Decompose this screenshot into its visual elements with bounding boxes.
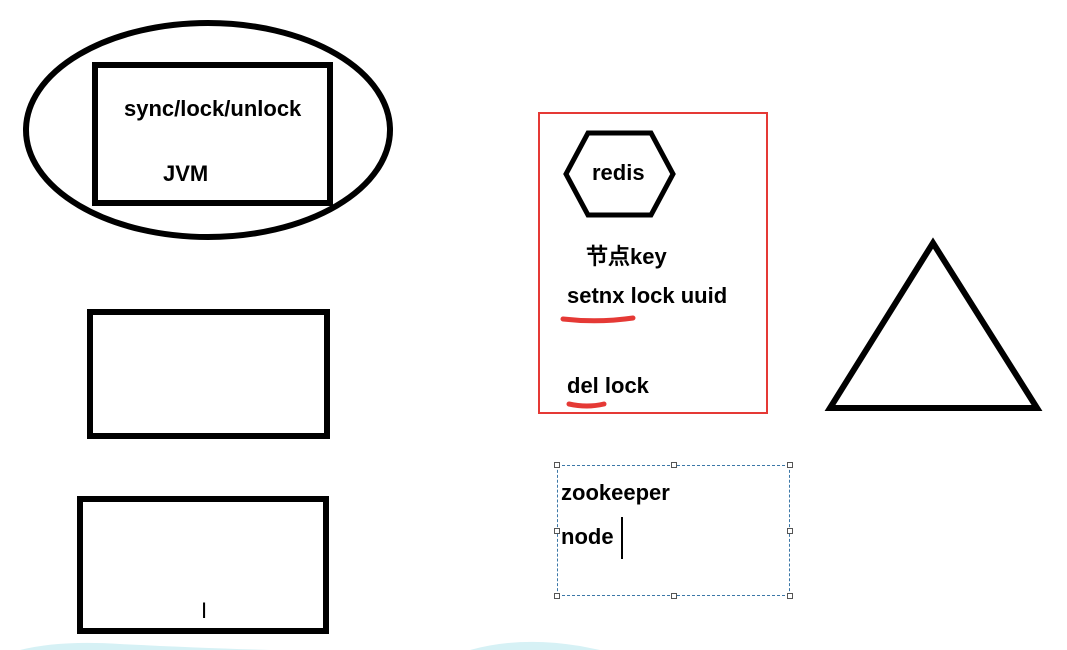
resize-handle-br[interactable] <box>787 593 793 599</box>
resize-handle-bm[interactable] <box>671 593 677 599</box>
jvm-ellipse[interactable] <box>23 20 393 240</box>
resize-handle-tl[interactable] <box>554 462 560 468</box>
empty-rect-bottom[interactable] <box>77 496 329 634</box>
bottom-decoration-2 <box>470 641 600 650</box>
i-beam-icon: I <box>201 598 208 623</box>
resize-handle-mr[interactable] <box>787 528 793 534</box>
triangle-shape[interactable] <box>824 237 1043 411</box>
setnx-underline <box>560 315 636 324</box>
redis-hexagon[interactable] <box>563 130 676 218</box>
resize-handle-tr[interactable] <box>787 462 793 468</box>
node-label[interactable]: node <box>561 524 614 549</box>
empty-rect-middle[interactable] <box>87 309 330 439</box>
node-key-label: 节点key <box>586 244 667 269</box>
text-cursor-icon <box>621 517 623 559</box>
redis-label: redis <box>592 160 645 185</box>
redis-highlight-box[interactable] <box>538 112 768 414</box>
resize-handle-tm[interactable] <box>671 462 677 468</box>
jvm-rect[interactable] <box>92 62 333 206</box>
jvm-label: JVM <box>163 161 209 186</box>
resize-handle-ml[interactable] <box>554 528 560 534</box>
del-lock-label: del lock <box>567 373 649 398</box>
resize-handle-bl[interactable] <box>554 593 560 599</box>
setnx-label: setnx lock uuid <box>567 283 728 308</box>
bottom-decoration <box>20 642 270 650</box>
zookeeper-label[interactable]: zookeeper <box>561 480 670 505</box>
del-underline <box>566 401 607 409</box>
jvm-sync-label: sync/lock/unlock <box>124 96 302 121</box>
